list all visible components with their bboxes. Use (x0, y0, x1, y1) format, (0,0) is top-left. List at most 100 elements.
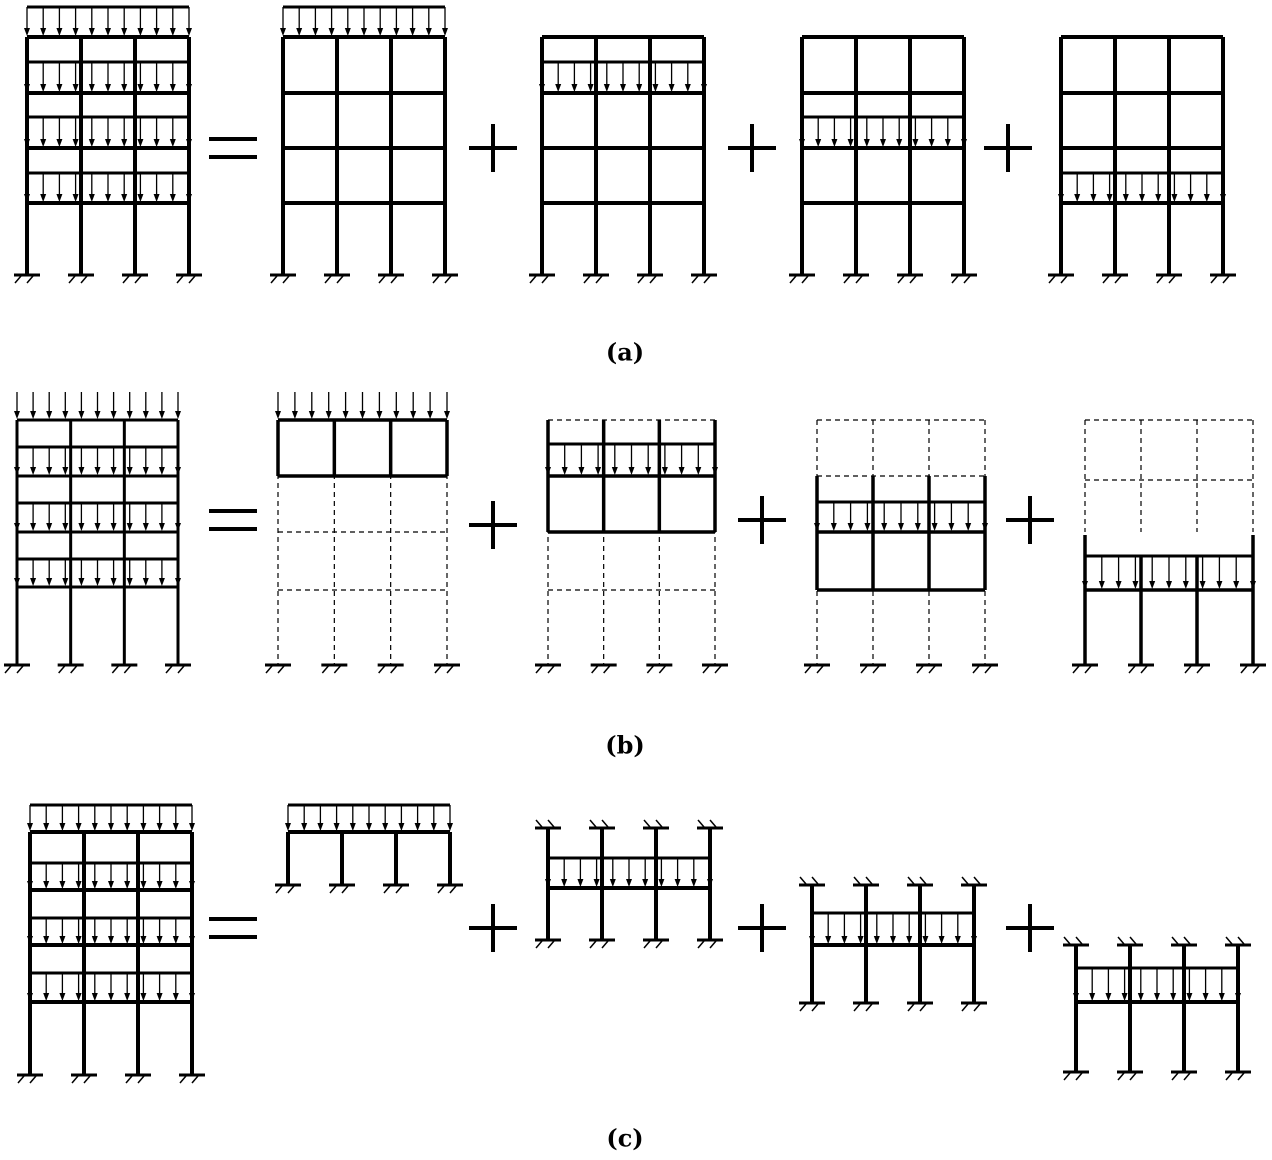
load-arrow-head (678, 467, 685, 475)
hatch (1225, 1072, 1233, 1081)
fixed-support (377, 663, 404, 674)
distributed-load (275, 392, 450, 419)
hatch (816, 665, 824, 674)
load-arrow-head (954, 936, 961, 944)
load-arrow-head (881, 523, 888, 531)
load-arrow-head (94, 578, 101, 586)
hatch (643, 819, 651, 828)
hatch (799, 1003, 807, 1012)
hatch (83, 1075, 91, 1084)
load-arrow-head (142, 523, 149, 531)
load-arrow-head (30, 523, 37, 531)
load-arrow-head (153, 84, 160, 92)
load-arrow-head (880, 139, 886, 147)
hatch (697, 940, 705, 949)
load-arrow-head (75, 823, 82, 831)
hatch (1075, 1072, 1083, 1081)
hatch (984, 665, 992, 674)
hatch (58, 665, 66, 674)
fixed-support (1063, 1070, 1089, 1081)
hatch (591, 665, 599, 674)
hatch (395, 885, 403, 894)
load-arrow-head (1098, 581, 1105, 589)
load-arrow-head (847, 523, 854, 531)
fixed-support (270, 273, 296, 284)
plus-sign: + (738, 496, 786, 544)
load-arrow-head (110, 467, 117, 475)
fixed-support (961, 1001, 987, 1012)
fixed-support (1128, 663, 1154, 674)
hatch (1072, 665, 1080, 674)
hatch (643, 940, 651, 949)
load-arrow-head (690, 879, 697, 887)
distributed-load (14, 445, 181, 475)
load-arrow-head (121, 84, 128, 92)
hatch (907, 876, 915, 885)
distributed-load (539, 60, 707, 92)
load-arrow-head (799, 139, 805, 147)
hatch (383, 885, 391, 894)
load-arrow-head (814, 523, 820, 531)
load-arrow-head (169, 84, 176, 92)
load-arrow-head (124, 936, 131, 944)
hatch (390, 665, 398, 674)
hatch (919, 876, 927, 885)
load-arrow-head (841, 936, 848, 944)
distributed-load (1082, 554, 1256, 589)
plus-sign: + (984, 124, 1032, 172)
load-arrow-head (948, 523, 955, 531)
load-arrow-head (1233, 581, 1240, 589)
load-arrow-head (815, 139, 822, 147)
fixed-support-top (853, 876, 879, 887)
fixed-support (804, 663, 830, 674)
load-arrow-head (59, 993, 66, 1001)
hatch (1075, 936, 1083, 945)
load-arrow-head (376, 411, 383, 419)
load-arrow-head (410, 411, 417, 419)
load-arrow-head (72, 194, 79, 202)
hatch (1210, 275, 1218, 284)
hatch (287, 885, 295, 894)
hatch (341, 885, 349, 894)
load-arrow-head (172, 881, 179, 889)
hatch (843, 275, 851, 284)
hatch (1225, 936, 1233, 945)
hatch (29, 1075, 37, 1084)
fixed-support (590, 663, 617, 674)
load-arrow-head (349, 823, 356, 831)
plus-sign: + (1006, 904, 1054, 952)
load-arrow-head (78, 523, 85, 531)
hatch (1196, 665, 1204, 674)
load-arrow-head (1166, 581, 1172, 589)
load-arrow-head (186, 139, 192, 147)
hatch (714, 665, 722, 674)
load-arrow-head (72, 139, 79, 147)
fixed-support (176, 273, 202, 284)
load-arrow-head (555, 84, 562, 92)
load-arrow-head (1121, 993, 1128, 1001)
hatch (434, 665, 442, 674)
load-arrow-head (864, 523, 871, 531)
hatch (14, 275, 22, 284)
distributed-load (24, 171, 192, 202)
load-arrow-head (652, 84, 659, 92)
load-arrow-head (24, 84, 30, 92)
plus-sign: + (738, 904, 786, 952)
load-arrow-head (912, 139, 919, 147)
hatch (444, 275, 452, 284)
hatch (853, 1003, 861, 1012)
load-arrow-head (110, 523, 117, 531)
load-arrow-head (124, 881, 131, 889)
frame-b-load-3 (804, 419, 998, 674)
frame-b-total (4, 392, 191, 674)
hatch (789, 275, 797, 284)
fixed-support (432, 273, 458, 284)
fixed-support (697, 938, 723, 949)
fixed-support (907, 1001, 933, 1012)
distributed-load (1058, 171, 1226, 202)
load-arrow-head (1073, 993, 1079, 1001)
fixed-support-top (961, 876, 987, 887)
load-arrow-head (91, 823, 98, 831)
hatch (799, 876, 807, 885)
load-arrow-head (158, 578, 165, 586)
